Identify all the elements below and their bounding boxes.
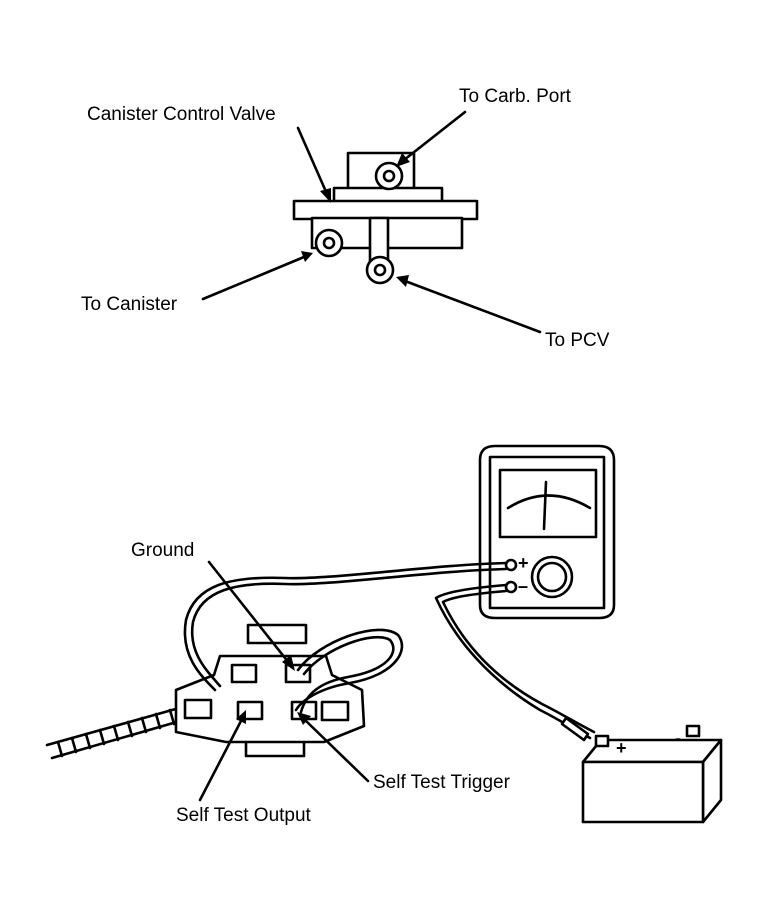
label-ground: Ground xyxy=(131,540,194,561)
battery xyxy=(581,724,723,824)
wire-harness xyxy=(45,703,196,760)
leader-to-carb-port xyxy=(396,110,467,167)
battery-plus-symbol: + xyxy=(616,738,627,758)
battery-minus-symbol: - xyxy=(675,728,681,748)
label-to-canister: To Canister xyxy=(81,294,178,315)
label-to-carb-port: To Carb. Port xyxy=(459,86,572,107)
self-test-connector xyxy=(174,623,366,758)
voltmeter xyxy=(478,444,616,620)
meter-positive-lead xyxy=(183,561,508,692)
leader-to-pcv xyxy=(396,275,542,334)
meter-minus-symbol: – xyxy=(518,576,528,596)
meter-plus-symbol: + xyxy=(518,553,529,573)
label-to-pcv: To PCV xyxy=(545,330,610,351)
label-canister-control-valve: Canister Control Valve xyxy=(87,104,276,125)
label-self-test-output: Self Test Output xyxy=(176,805,312,826)
canister-control-valve xyxy=(292,151,479,285)
leader-to-canister xyxy=(201,251,313,301)
meter-negative-lead xyxy=(434,583,596,742)
label-self-test-trigger: Self Test Trigger xyxy=(373,772,511,793)
leader-canister-control-valve xyxy=(296,126,331,203)
jumper-wire xyxy=(294,628,404,714)
leader-self-test-trigger xyxy=(297,712,370,783)
leader-ground xyxy=(207,560,295,671)
leader-self-test-output xyxy=(198,710,246,802)
